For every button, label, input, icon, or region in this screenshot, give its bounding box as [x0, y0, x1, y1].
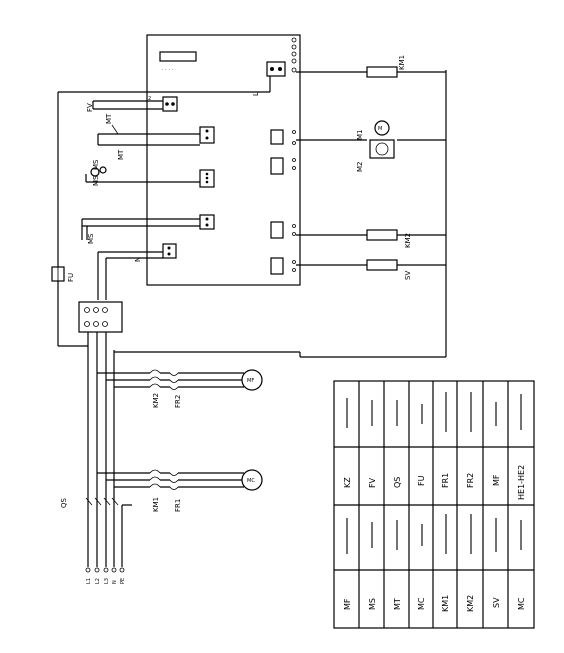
sv-coil — [366, 259, 398, 271]
board-power-input: N — [97, 243, 177, 300]
fuse-label: FU — [67, 273, 75, 282]
control-loop: L — [57, 76, 271, 347]
table-cell: FU — [417, 475, 426, 486]
sensor-fv-label: FV — [86, 103, 94, 112]
qs-label: QS — [60, 497, 68, 508]
m1-motor-symbol — [374, 120, 390, 136]
supply-terminals: L1 L2 L3 N PE — [85, 567, 126, 584]
mc-motor-symbol — [241, 469, 263, 491]
table-cell: KZ — [343, 477, 352, 488]
table-cell: SV — [492, 597, 501, 608]
right-bus — [300, 70, 447, 358]
board-terminal-top — [266, 61, 286, 77]
table-cell: MC — [517, 597, 526, 610]
motor-branch: M M1 M2 — [296, 120, 446, 173]
relay-block-3 — [270, 221, 284, 239]
board-l-label: L — [252, 92, 260, 96]
terminal-l2: L2 — [95, 578, 101, 584]
board-terminal-right — [291, 37, 297, 73]
fr2-label: FR2 — [174, 395, 182, 408]
km1-contact-label: KM1 — [152, 497, 160, 512]
m2-motor-symbol — [369, 139, 395, 159]
sensor-mt: MT MT — [97, 113, 215, 160]
terminal-l3: L3 — [104, 578, 110, 584]
table-cell: MF — [343, 598, 352, 610]
km2-coil-branch: KM2 — [296, 229, 446, 248]
table-cell: MS — [368, 598, 377, 610]
terminal-pe: PE — [120, 578, 126, 584]
power-feed — [87, 332, 301, 567]
terminal-l1: L1 — [86, 578, 92, 584]
km2-coil-label: KM2 — [404, 233, 412, 248]
svg-text:MF: MF — [247, 378, 254, 384]
controller-board: · · · · — [146, 34, 301, 286]
table-cell: HE1-HE2 — [517, 465, 526, 500]
sensor-mt-label: MT — [105, 113, 113, 124]
table-cell: FR1 — [441, 473, 450, 488]
fr1-label: FR1 — [174, 499, 182, 512]
sensor-ms: MS MS — [85, 159, 215, 188]
table-cell: KM1 — [441, 595, 450, 612]
mf-motor-symbol — [241, 369, 263, 391]
table-cell: FV — [368, 477, 377, 488]
sensor-fv: FV 2 — [86, 96, 178, 112]
qs-switch: QS — [60, 497, 119, 508]
m1-label: M1 — [356, 130, 364, 141]
board-n-label: N — [134, 257, 142, 262]
terminal-block — [78, 301, 123, 333]
sv-coil-branch: SV — [296, 259, 446, 280]
table-cell: FR2 — [466, 473, 475, 488]
km2-contact-label: KM2 — [152, 393, 160, 408]
sensor-mt2-label: MT — [117, 149, 125, 160]
table-description-marks — [346, 392, 522, 554]
m2-label: M2 — [356, 162, 364, 173]
sensor-ms-label: MS — [92, 159, 100, 170]
relay-block-2 — [270, 157, 284, 175]
motor-circuit-lower: MC KM1 FR1 — [97, 468, 263, 512]
display-window — [159, 51, 197, 62]
table-cell: MT — [393, 598, 402, 610]
svg-text:2: 2 — [148, 96, 151, 102]
sv-coil-label: SV — [404, 271, 412, 280]
km2-coil — [366, 229, 398, 241]
svg-text:M: M — [378, 126, 382, 132]
terminal-n: N — [112, 580, 118, 584]
table-cell: MF — [492, 474, 501, 486]
km1-coil — [366, 66, 398, 78]
km1-coil-branch: KM1 — [296, 55, 446, 78]
table-cell: KM2 — [466, 595, 475, 612]
svg-text:· · · ·: · · · · — [162, 67, 174, 73]
sensor-ms2-label: MS — [92, 175, 100, 186]
relay-block-4 — [270, 257, 284, 275]
svg-text:MC: MC — [247, 478, 255, 484]
legend-table: MF MS MT MC KM1 KM2 SV MC KZ FV QS FU FR… — [333, 380, 535, 629]
fuse-fu: FU — [51, 266, 75, 282]
table-cell: QS — [393, 477, 402, 488]
km1-coil-label: KM1 — [398, 55, 406, 70]
motor-circuit-upper: MF KM2 FR2 — [97, 368, 263, 408]
table-cell: MC — [417, 597, 426, 610]
relay-block-1 — [270, 129, 284, 145]
sensor-sv: MS — [81, 214, 215, 244]
sensor-sv-label: MS — [87, 233, 95, 244]
